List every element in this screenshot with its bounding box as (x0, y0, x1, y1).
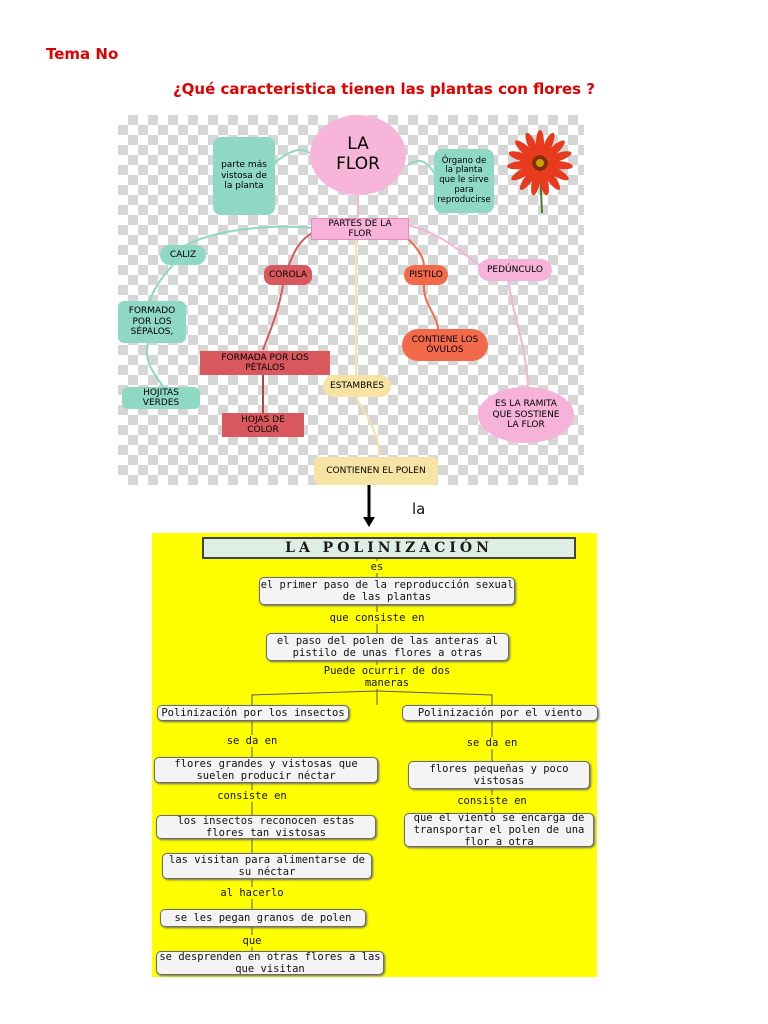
mindmap-corola-desc: FORMADA POR LOS PÉTALOS (200, 351, 330, 375)
red-gerbera-flower-image (506, 129, 574, 213)
mindmap-right-note: Órgano de la planta que le sirve para re… (434, 149, 494, 213)
down-arrow-icon (363, 485, 375, 527)
mindmap-pedunculo-desc: ES LA RAMITA QUE SOSTIENE LA FLOR (478, 387, 574, 443)
mindmap-parts-node: PARTES DE LA FLOR (311, 218, 409, 240)
insectos-visitan: las visitan para alimentarse de su nécta… (162, 853, 372, 879)
mindmap-corola-leaves: HOJAS DE COLOR (222, 413, 304, 437)
mindmap-pistilo-desc: CONTIENE LOS ÓVULOS (402, 329, 488, 361)
insectos-reconocen: los insectos reconocen estas flores tan … (156, 815, 376, 839)
link-puede-ocurrir: Puede ocurrir de dos maneras (322, 665, 452, 689)
mindmap-pistilo-node: PISTILO (404, 265, 448, 285)
mindmap-connectors (146, 148, 529, 456)
mindmap-caliz-desc: FORMADO POR LOS SÉPALOS, (118, 301, 186, 343)
document-question: ¿Qué caracteristica tienen las plantas c… (172, 80, 596, 98)
mindmap-estambres-node: ESTAMBRES (323, 375, 391, 397)
flower-icon (507, 130, 573, 213)
insectos-pegan: se les pegan granos de polen (160, 909, 366, 927)
polinizacion-concept-map: LA POLINIZACIÓN es el primer paso de la … (152, 533, 598, 977)
link-viento-consiste: consiste en (447, 795, 537, 807)
link-insectos-consiste: consiste en (207, 790, 297, 802)
insectos-flores: flores grandes y vistosas que suelen pro… (154, 757, 378, 783)
polinizacion-title: LA POLINIZACIÓN (202, 537, 576, 559)
link-que: que (236, 935, 268, 947)
mindmap-pedunculo-node: PEDÚNCULO (478, 259, 552, 281)
insectos-desprenden: se desprenden en otras flores a las que … (156, 951, 384, 975)
mindmap-left-note: parte más vistosa de la planta (213, 137, 275, 215)
flower-mindmap: LA FLOR parte más vistosa de la planta Ó… (118, 115, 584, 485)
link-insectos-se-da: se da en (212, 735, 292, 747)
arrow-label: la (412, 500, 426, 518)
viento-flores: flores pequeñas y poco vistosas (408, 761, 590, 789)
polinizacion-definition: el primer paso de la reproducción sexual… (259, 577, 515, 605)
mindmap-caliz-node: CALIZ (160, 245, 206, 265)
viento-title: Polinización por el viento (402, 705, 598, 721)
viento-encarga: que el viento se encarga de transportar … (404, 812, 594, 848)
mindmap-central-node: LA FLOR (310, 115, 406, 195)
link-que-consiste: que consiste en (317, 612, 437, 624)
mindmap-estambres-desc: CONTIENEN EL POLEN (314, 457, 438, 485)
polinizacion-paso: el paso del polen de las anteras al pist… (266, 633, 509, 661)
link-viento-se-da: se da en (452, 737, 532, 749)
document-label: Tema No (46, 45, 119, 63)
link-al-hacerlo: al hacerlo (212, 887, 292, 899)
mindmap-caliz-leaves: HOJITAS VERDES (122, 387, 200, 409)
mindmap-corola-node: COROLA (264, 265, 312, 285)
insectos-title: Polinización por los insectos (157, 705, 349, 721)
link-es: es (362, 561, 392, 573)
